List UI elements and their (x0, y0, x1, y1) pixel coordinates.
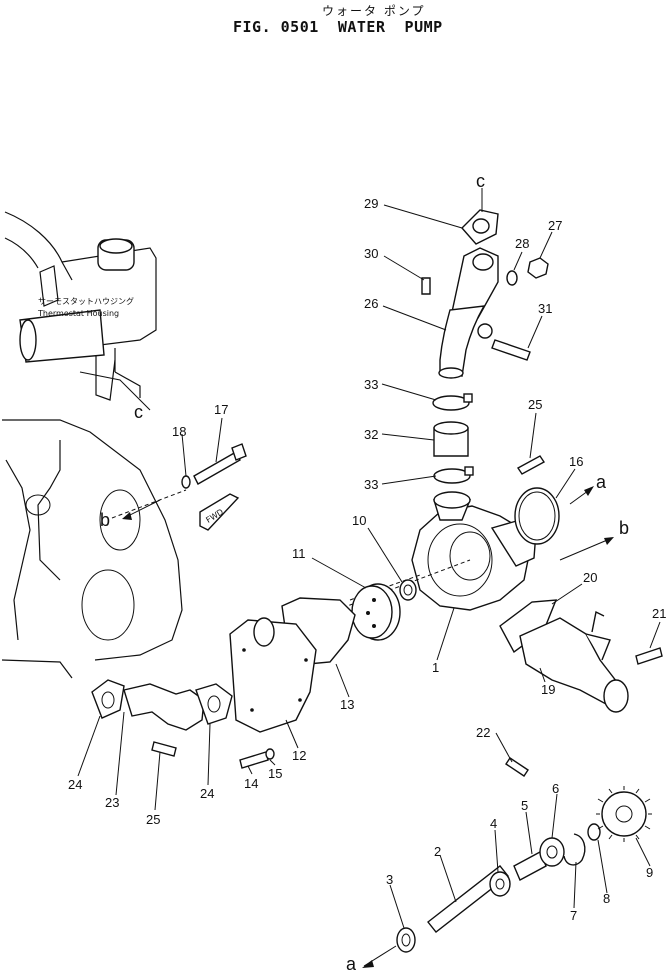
part-7-snap-ring (563, 833, 586, 866)
callout-32: 32 (364, 427, 378, 442)
callout-5: 5 (521, 798, 528, 813)
callout-25-upper: 25 (528, 397, 542, 412)
callout-11: 11 (292, 546, 306, 561)
leader-lines (77, 188, 661, 968)
callout-13: 13 (340, 697, 354, 712)
thermostat-housing-label: Thermostat Housing (37, 309, 119, 318)
callout-12: 12 (292, 748, 306, 763)
part-14-bolt (239, 751, 269, 769)
part-28-washer (506, 270, 518, 286)
part-18-washer (181, 475, 191, 489)
callout-27: 27 (548, 218, 562, 233)
part-3-seal (396, 927, 416, 953)
callout-28: 28 (515, 236, 529, 251)
callout-26: 26 (364, 296, 378, 311)
callout-25-lower: 25 (146, 812, 160, 827)
inlet-pipe-group (91, 679, 233, 757)
part-23-inlet-pipe (123, 683, 205, 731)
callout-3: 3 (386, 872, 393, 887)
part-25-bolt-lower (151, 741, 177, 757)
callout-numbers: 29 30 26 33 32 33 28 27 31 25 16 10 11 1… (68, 196, 666, 923)
callout-18: 18 (172, 424, 186, 439)
callout-29: 29 (364, 196, 378, 211)
figure-title: FIG. 0501 WATER PUMP (233, 18, 443, 36)
part-30-bolt (421, 277, 431, 295)
part-17-bolt (193, 451, 241, 485)
part-6-bearing (539, 837, 565, 867)
fwd-arrow (199, 493, 240, 531)
part-22-bolt (505, 757, 529, 777)
engine-block (1, 211, 183, 679)
part-8-spacer (587, 823, 601, 841)
part-24-gasket-left (91, 679, 125, 719)
part-20-gasket (499, 599, 558, 654)
callout-9: 9 (646, 865, 653, 880)
cover-group (229, 583, 401, 769)
part-27-nut (527, 257, 549, 279)
part-21-bolt (635, 647, 663, 665)
callout-23: 23 (105, 795, 119, 810)
callout-30: 30 (364, 246, 378, 261)
part-9-gear (596, 786, 652, 842)
callout-16: 16 (569, 454, 583, 469)
part-25-bolt-upper (516, 455, 546, 475)
callout-7: 7 (570, 908, 577, 923)
japanese-title: ウォータ ポンプ (322, 4, 426, 18)
callout-6: 6 (552, 781, 559, 796)
callout-17: 17 (214, 402, 228, 417)
part-4-bearing (489, 871, 511, 897)
callout-22: 22 (476, 725, 490, 740)
callout-31: 31 (538, 301, 552, 316)
callout-10: 10 (352, 513, 366, 528)
callout-21: 21 (652, 606, 666, 621)
part-10-seal (399, 579, 417, 601)
callout-4: 4 (490, 816, 497, 831)
callout-33-upper: 33 (364, 377, 378, 392)
ref-a-bottom: a (346, 954, 357, 971)
part-16-o-ring (514, 487, 560, 545)
part-5-spacer (513, 851, 547, 881)
ref-b-right: b (619, 518, 629, 538)
callout-8: 8 (603, 891, 610, 906)
thermostat-housing: サーモスタットハウジング Thermostat Housing (19, 238, 141, 401)
callout-2: 2 (434, 844, 441, 859)
shaft-assembly (396, 786, 652, 953)
part-33-clamp-upper (432, 395, 470, 411)
misc-parts: FWD (111, 443, 247, 531)
callout-24-right: 24 (200, 786, 214, 801)
ref-a-top: a (596, 472, 607, 492)
callout-24-left: 24 (68, 777, 82, 792)
callout-20: 20 (583, 570, 597, 585)
ref-b-left: b (100, 510, 110, 530)
callout-14: 14 (244, 776, 258, 791)
part-24-gasket-right (195, 683, 233, 725)
ref-c-top: c (476, 171, 485, 191)
callout-1: 1 (432, 660, 439, 675)
callout-33-lower: 33 (364, 477, 378, 492)
pump-body (309, 455, 560, 621)
part-15-washer (265, 748, 275, 760)
part-31-bolt (491, 339, 531, 361)
callout-15: 15 (268, 766, 282, 781)
ref-c-left: c (134, 402, 143, 422)
reference-letters: c c b b a a (100, 171, 629, 971)
outlet-assembly (421, 209, 549, 484)
figure-header: ウォータ ポンプ FIG. 0501 WATER PUMP (0, 0, 667, 44)
callout-19: 19 (541, 682, 555, 697)
outlet-elbow-group (499, 599, 663, 777)
thermostat-housing-jp-label: サーモスタットハウジング (38, 296, 134, 306)
